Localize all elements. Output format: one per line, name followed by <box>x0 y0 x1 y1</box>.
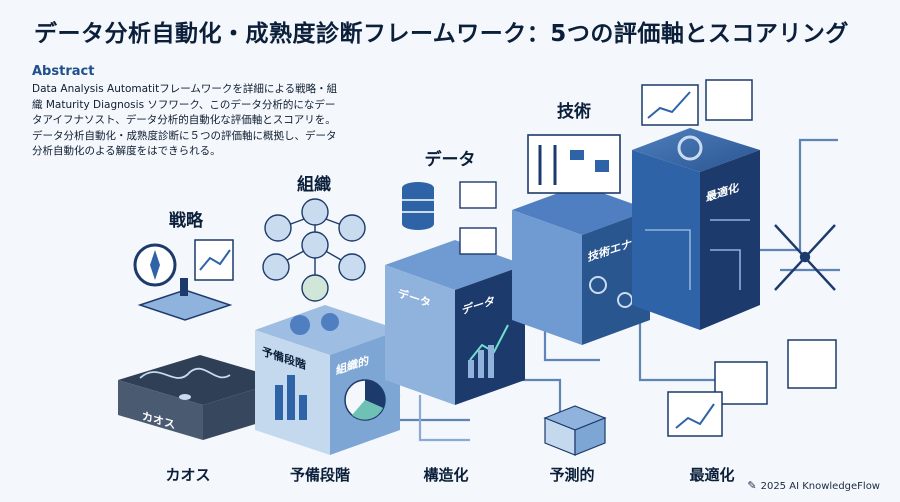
abstract: Abstract Data Analysis Automatitフレームワークを… <box>32 64 372 160</box>
stage-predictive: 予測的 <box>549 466 595 484</box>
block-technology <box>512 185 650 345</box>
database-icon <box>402 182 434 230</box>
pillar-strategy: 戦略 <box>169 211 203 231</box>
network-connector-icon <box>774 224 836 291</box>
analytics-cards-icon <box>667 339 837 437</box>
abstract-line: 織 Maturity Diagnosis ソフワーク、このデータ分析的になデー <box>32 98 336 111</box>
stage-structured: 構造化 <box>423 466 469 484</box>
people-network-icon <box>262 198 366 302</box>
pillar-organization: 組織 <box>297 175 331 195</box>
brand-logo-icon: ✎ <box>747 479 757 492</box>
footer-text: 2025 AI KnowledgeFlow <box>760 481 880 492</box>
block-optimization <box>632 128 760 330</box>
footer-credit: ✎2025 AI KnowledgeFlow <box>747 479 880 492</box>
page-title: データ分析自動化・成熟度診断フレームワーク：5つの評価軸とスコアリング <box>34 21 849 47</box>
block-preparation <box>255 305 400 455</box>
abstract-line: タアイフナソスト、データ分析的自動化な評価軸とスコアリを。 <box>32 114 336 126</box>
stage-chaos: カオス <box>165 466 211 484</box>
predictive-cube-icon <box>543 405 607 456</box>
pillar-data: データ <box>424 150 476 170</box>
dashboard-icon <box>641 79 753 126</box>
tools-panel-icon <box>527 134 621 194</box>
compass-icon <box>133 243 177 287</box>
block-data <box>385 240 525 405</box>
stage-preparation: 予備段階 <box>289 466 350 484</box>
chessboard-icon <box>137 278 233 321</box>
pillar-technology: 技術 <box>557 102 591 122</box>
document-icon <box>459 181 497 255</box>
abstract-line: 分析自動化のよる解度をはできられる。 <box>32 145 221 157</box>
stage-optimized: 最適化 <box>689 466 735 484</box>
abstract-line: データ分析自動化・成熟度診断に５つの評価軸に概拠し、データ <box>32 129 337 142</box>
abstract-heading: Abstract <box>32 64 95 79</box>
abstract-line: Data Analysis Automatitフレームワークを詳細による戦略・組 <box>32 83 338 95</box>
chart-card-icon <box>194 239 234 281</box>
